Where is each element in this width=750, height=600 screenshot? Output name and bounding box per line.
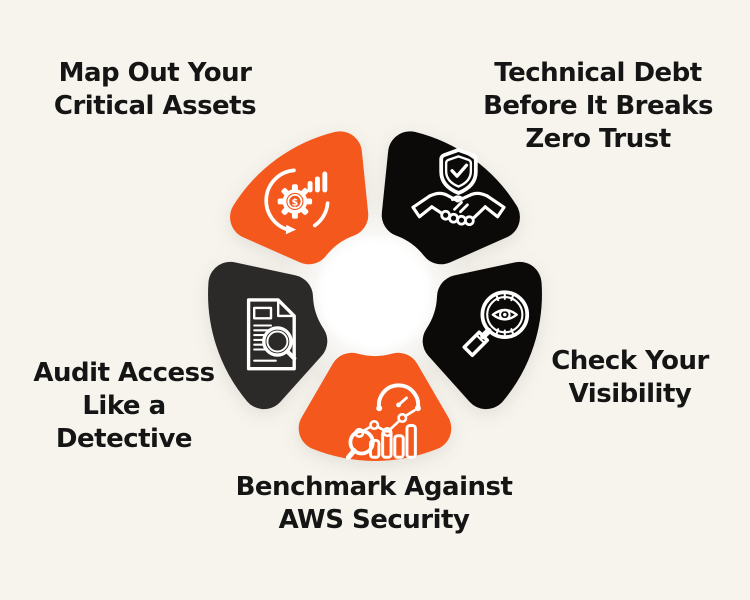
label-line: Detective bbox=[55, 424, 193, 454]
label-line: Benchmark Against bbox=[235, 472, 513, 502]
label-line: Before It Breaks bbox=[483, 91, 713, 121]
label-technical-debt-zero-trust: Technical Debt Before It Breaks Zero Tru… bbox=[483, 57, 713, 156]
shield-check-icon bbox=[439, 148, 478, 195]
bar-chart-icon bbox=[369, 423, 417, 459]
magnifier-icon bbox=[345, 429, 375, 460]
label-line: Audit Access bbox=[33, 358, 215, 388]
label-line: Map Out Your bbox=[58, 58, 252, 88]
shield-handshake-icon bbox=[411, 148, 506, 227]
label-line: Zero Trust bbox=[525, 124, 671, 154]
handshake-icon bbox=[411, 191, 506, 227]
gauge-bars-magnifier-icon bbox=[345, 383, 421, 460]
label-map-out-critical-assets: Map Out Your Critical Assets bbox=[53, 57, 257, 123]
label-line: Check Your bbox=[551, 346, 709, 376]
eye-magnifier-icon bbox=[462, 290, 530, 358]
bar-chart-icon bbox=[307, 171, 328, 193]
document-magnifier-icon bbox=[246, 298, 297, 371]
process-gear-dollar-chart-icon: $ bbox=[264, 168, 330, 235]
label-line: Like a bbox=[82, 391, 166, 421]
label-audit-access-detective: Audit Access Like a Detective bbox=[33, 357, 215, 456]
eye-icon bbox=[491, 293, 518, 336]
label-line: AWS Security bbox=[278, 505, 470, 535]
center-circle bbox=[314, 233, 436, 355]
gauge-icon bbox=[376, 383, 421, 412]
label-line: Technical Debt bbox=[494, 58, 702, 88]
dollar-sign: $ bbox=[291, 197, 298, 208]
label-line: Visibility bbox=[568, 379, 692, 409]
label-benchmark-aws-security: Benchmark Against AWS Security bbox=[236, 471, 513, 537]
label-check-your-visibility: Check Your Visibility bbox=[551, 345, 709, 411]
label-line: Critical Assets bbox=[53, 91, 257, 121]
magnifier-icon bbox=[262, 326, 297, 361]
arrow-head-icon bbox=[285, 224, 297, 235]
